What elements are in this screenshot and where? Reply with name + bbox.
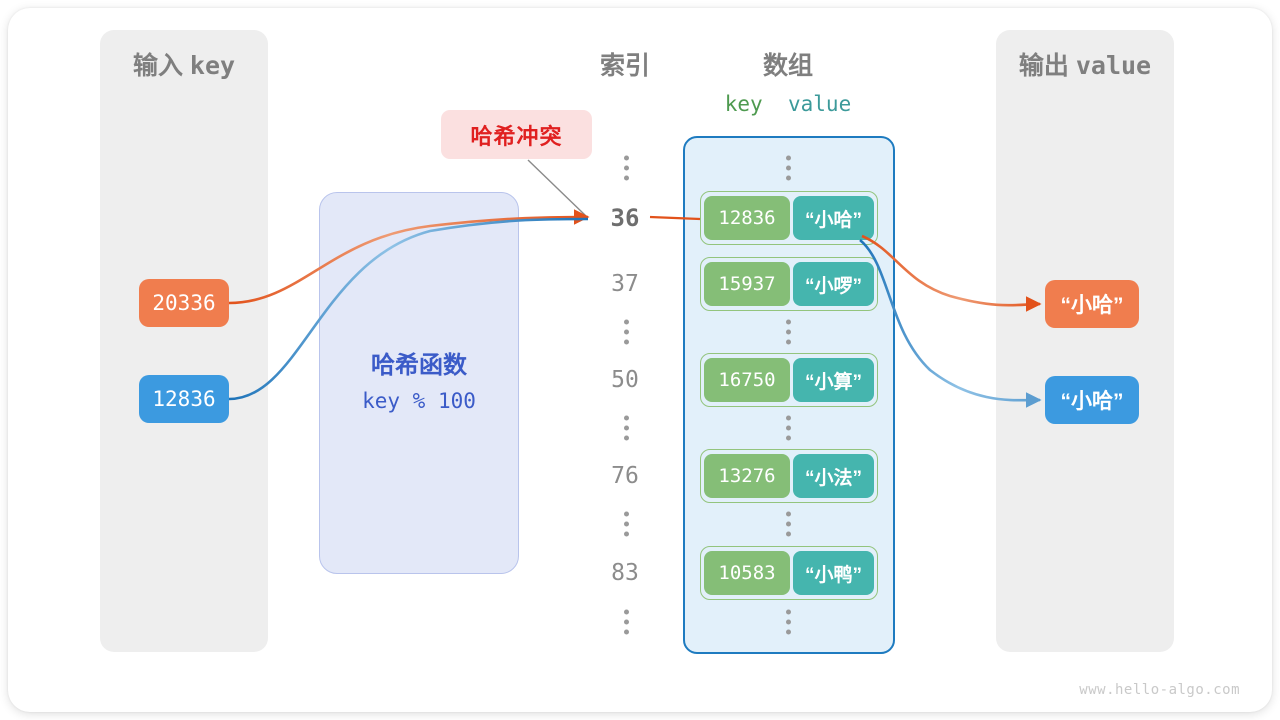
bucket-pair-10583[interactable]: 10583“小鸭” bbox=[700, 546, 878, 600]
index-column-heading: 索引 bbox=[599, 52, 650, 80]
index-label-37: 37 bbox=[611, 271, 639, 297]
bucket-key: 13276 bbox=[704, 454, 790, 498]
index-ellipsis bbox=[620, 319, 632, 345]
output-panel-title-cn: 输出 bbox=[1018, 52, 1069, 80]
bucket-key: 12836 bbox=[704, 196, 790, 240]
bucket-pair-12836[interactable]: 12836“小哈” bbox=[700, 191, 878, 245]
input-key-panel: 输入 key bbox=[100, 30, 268, 652]
hash-collision-label: 哈希冲突 bbox=[470, 123, 563, 149]
bucket-value: “小算” bbox=[793, 358, 874, 402]
output-value-chip-orange[interactable]: “小哈” bbox=[1045, 280, 1139, 328]
index-label-36: 36 bbox=[610, 204, 640, 232]
bucket-ellipsis bbox=[782, 155, 794, 181]
index-ellipsis bbox=[620, 415, 632, 441]
hash-collision-badge: 哈希冲突 bbox=[441, 110, 592, 159]
bucket-key: 16750 bbox=[704, 358, 790, 402]
index-label-83: 83 bbox=[611, 560, 639, 586]
bucket-pair-15937[interactable]: 15937“小啰” bbox=[700, 257, 878, 311]
bucket-value: “小啰” bbox=[793, 262, 874, 306]
site-watermark: www.hello-algo.com bbox=[1079, 682, 1240, 698]
input-key-chip-1-label: 12836 bbox=[152, 387, 216, 411]
input-panel-title: 输入 key bbox=[100, 46, 268, 82]
input-key-chip-20336[interactable]: 20336 bbox=[139, 279, 229, 327]
bucket-value: “小法” bbox=[793, 454, 874, 498]
input-key-chip-0-label: 20336 bbox=[152, 291, 216, 315]
index-ellipsis bbox=[620, 609, 632, 635]
output-panel-title: 输出 value bbox=[996, 46, 1174, 82]
index-ellipsis bbox=[620, 155, 632, 181]
bucket-ellipsis bbox=[782, 609, 794, 635]
index-label-76: 76 bbox=[611, 463, 639, 489]
hash-function-title: 哈希函数 bbox=[371, 352, 467, 379]
input-panel-title-cn: 输入 bbox=[132, 52, 183, 80]
array-column-heading: 数组 bbox=[762, 52, 813, 80]
bucket-key: 15937 bbox=[704, 262, 790, 306]
index-ellipsis bbox=[620, 511, 632, 537]
bucket-pair-13276[interactable]: 13276“小法” bbox=[700, 449, 878, 503]
array-kv-header-value: value bbox=[788, 92, 852, 116]
output-value-chip-0-label: “小哈” bbox=[1060, 294, 1124, 317]
input-key-chip-12836[interactable]: 12836 bbox=[139, 375, 229, 423]
input-panel-title-mono: key bbox=[189, 51, 236, 80]
array-kv-header: key value bbox=[688, 92, 888, 116]
output-value-chip-1-label: “小哈” bbox=[1060, 390, 1124, 413]
bucket-ellipsis bbox=[782, 415, 794, 441]
array-kv-header-key: key bbox=[724, 92, 763, 116]
output-value-panel: 输出 value bbox=[996, 30, 1174, 652]
index-label-50: 50 bbox=[611, 367, 639, 393]
hash-function-box: 哈希函数 key % 100 bbox=[319, 192, 519, 574]
output-panel-title-mono: value bbox=[1075, 51, 1152, 80]
hash-function-expression: key % 100 bbox=[362, 389, 476, 413]
bucket-ellipsis bbox=[782, 511, 794, 537]
bucket-pair-16750[interactable]: 16750“小算” bbox=[700, 353, 878, 407]
bucket-value: “小鸭” bbox=[793, 551, 874, 595]
bucket-ellipsis bbox=[782, 319, 794, 345]
bucket-key: 10583 bbox=[704, 551, 790, 595]
bucket-value: “小哈” bbox=[793, 196, 874, 240]
output-value-chip-blue[interactable]: “小哈” bbox=[1045, 376, 1139, 424]
